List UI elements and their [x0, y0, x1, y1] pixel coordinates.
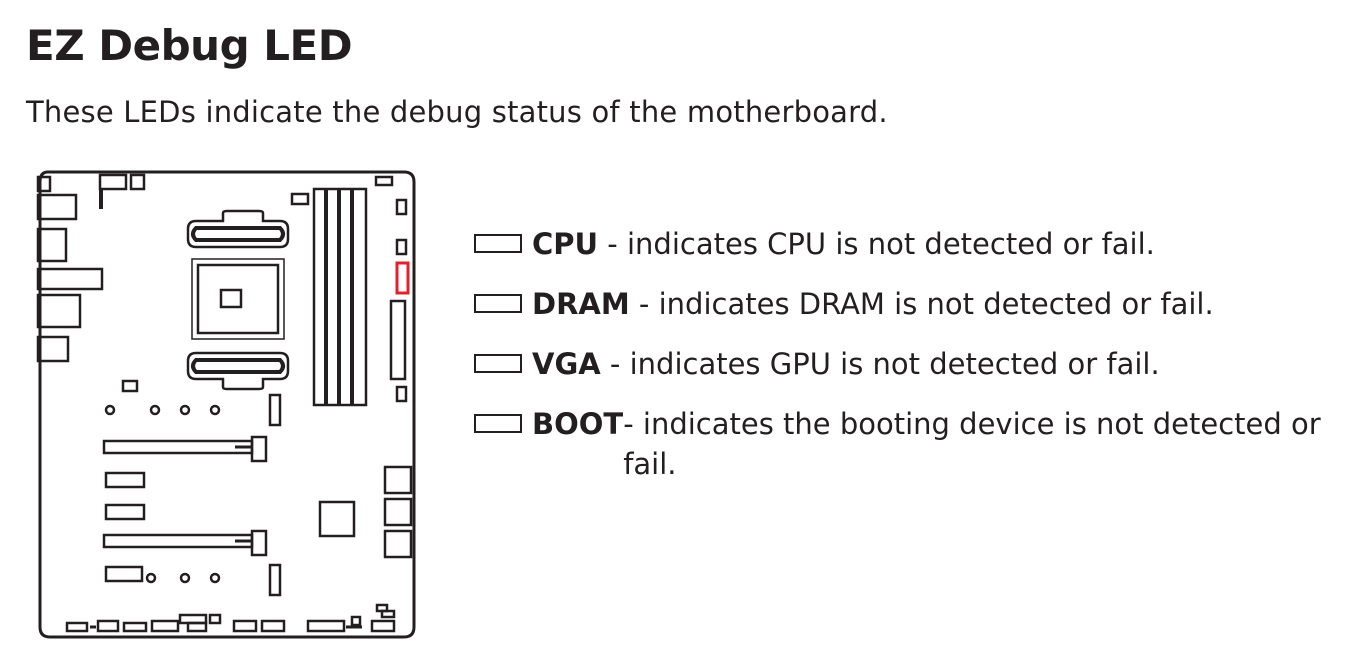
led-name: VGA: [532, 347, 601, 381]
led-name: BOOT: [532, 407, 624, 441]
led-legend: CPU - indicates CPU is not detected or f…: [474, 224, 1354, 504]
led-outline-icon: [474, 294, 522, 313]
intro-text: These LEDs indicate the debug status of …: [26, 95, 888, 129]
led-outline-icon: [474, 354, 522, 373]
led-name: DRAM: [532, 287, 630, 321]
led-description: - indicates DRAM is not detected or fail…: [629, 287, 1214, 321]
led-description: - indicates GPU is not detected or fail.: [600, 347, 1160, 381]
led-description: - indicates the booting device is not de…: [623, 407, 1321, 481]
led-description: - indicates CPU is not detected or fail.: [598, 227, 1155, 261]
led-item-boot: BOOT - indicates the booting device is n…: [474, 404, 1354, 484]
led-outline-icon: [474, 414, 522, 433]
led-item-vga: VGA - indicates GPU is not detected or f…: [474, 344, 1354, 384]
led-outline-icon: [474, 234, 522, 253]
led-item-dram: DRAM - indicates DRAM is not detected or…: [474, 284, 1354, 324]
led-name: CPU: [532, 227, 599, 261]
motherboard-diagram-icon: [36, 170, 416, 639]
page-title: EZ Debug LED: [26, 21, 353, 70]
led-item-cpu: CPU - indicates CPU is not detected or f…: [474, 224, 1354, 264]
